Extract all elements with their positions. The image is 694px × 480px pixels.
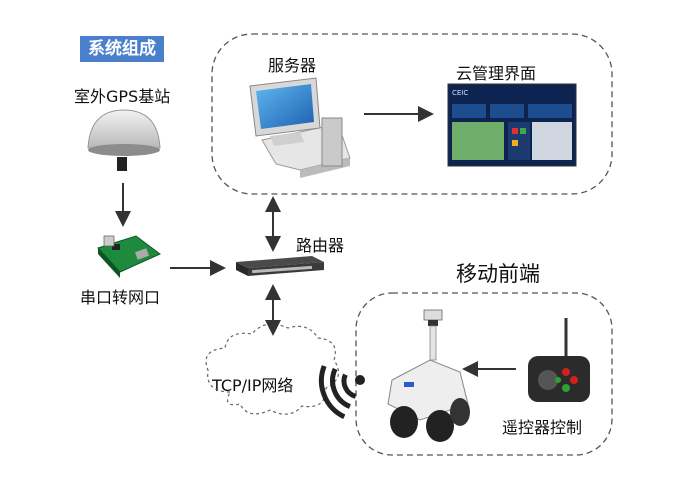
tcp-cloud-shape [205, 323, 340, 415]
cloud-dashboard-icon [447, 83, 577, 167]
serial-board-icon [97, 235, 161, 278]
server-group-box [211, 33, 613, 195]
cloud-ui-label: 云管理界面 [456, 64, 537, 83]
server-label: 服务器 [268, 56, 317, 75]
gps-antenna-icon [87, 109, 161, 171]
mobile-end-label: 移动前端 [456, 262, 540, 286]
tcp-network-label: TCP/IP网络 [212, 376, 294, 395]
server-computer-icon [249, 77, 351, 178]
wifi-icon [318, 365, 365, 420]
remote-control-icon [528, 318, 590, 402]
remote-control-label: 遥控器控制 [502, 418, 583, 437]
router-label: 路由器 [296, 236, 345, 255]
mobile-group-box [355, 292, 613, 456]
gps-station-label: 室外GPS基站 [74, 87, 171, 106]
diagram-title: 系统组成 [80, 36, 164, 62]
dashboard-header-text: CEIC [452, 89, 468, 97]
robot-icon [387, 309, 470, 442]
serial-converter-label: 串口转网口 [80, 288, 161, 307]
router-icon [236, 256, 324, 276]
